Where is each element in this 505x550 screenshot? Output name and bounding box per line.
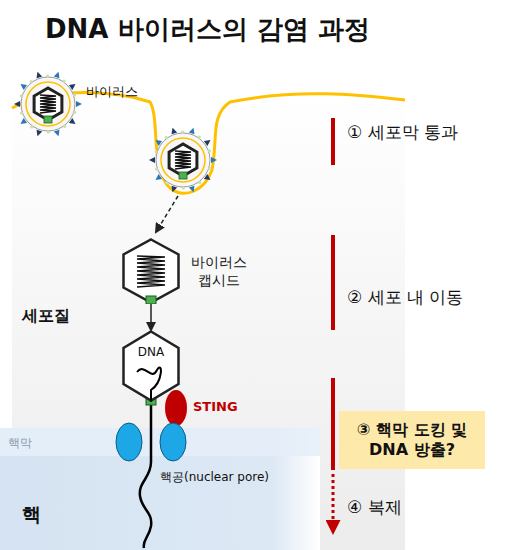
part-label: 바이러스 bbox=[86, 84, 138, 100]
dna-strand bbox=[140, 404, 151, 548]
stage-label: ① 세포막 통과 bbox=[347, 122, 458, 142]
stage-label: ② 세포 내 이동 bbox=[347, 287, 463, 307]
capsid-hexagon: DNA bbox=[122, 330, 180, 402]
arrow bbox=[150, 304, 152, 330]
title: DNA 바이러스의 감염 과정 bbox=[45, 14, 370, 45]
stage-bar bbox=[331, 235, 335, 330]
dotted-arrow bbox=[332, 474, 335, 532]
hexagon-outline bbox=[122, 238, 180, 304]
protein-label: STING bbox=[193, 399, 238, 415]
virus-icon bbox=[149, 127, 217, 194]
part-label: 바이러스 캡시드 bbox=[186, 254, 252, 289]
stage-bar bbox=[331, 378, 335, 470]
hexagon-outline bbox=[122, 330, 180, 402]
capsid-hexagon: 바이러스 캡시드 bbox=[122, 238, 180, 304]
dna-label: DNA bbox=[122, 345, 180, 360]
stage-label: ④ 복제 bbox=[347, 497, 402, 517]
dashed-arrow bbox=[156, 196, 178, 232]
highlight-box: ③ 핵막 도킹 및 DNA 방출? bbox=[339, 411, 485, 469]
region-label: 핵막 bbox=[8, 436, 32, 450]
region-label: 세포질 bbox=[22, 306, 70, 325]
nuclear-pore bbox=[116, 423, 142, 461]
sting-protein bbox=[165, 390, 187, 426]
stage-bar bbox=[331, 118, 335, 165]
part-label: 핵공(nuclear pore) bbox=[160, 470, 269, 484]
stage-label: ③ 핵막 도킹 및 DNA 방출? bbox=[346, 420, 478, 460]
nuclear-pore bbox=[160, 423, 186, 461]
region-label: 핵 bbox=[22, 503, 41, 526]
virus-icon bbox=[14, 71, 82, 138]
